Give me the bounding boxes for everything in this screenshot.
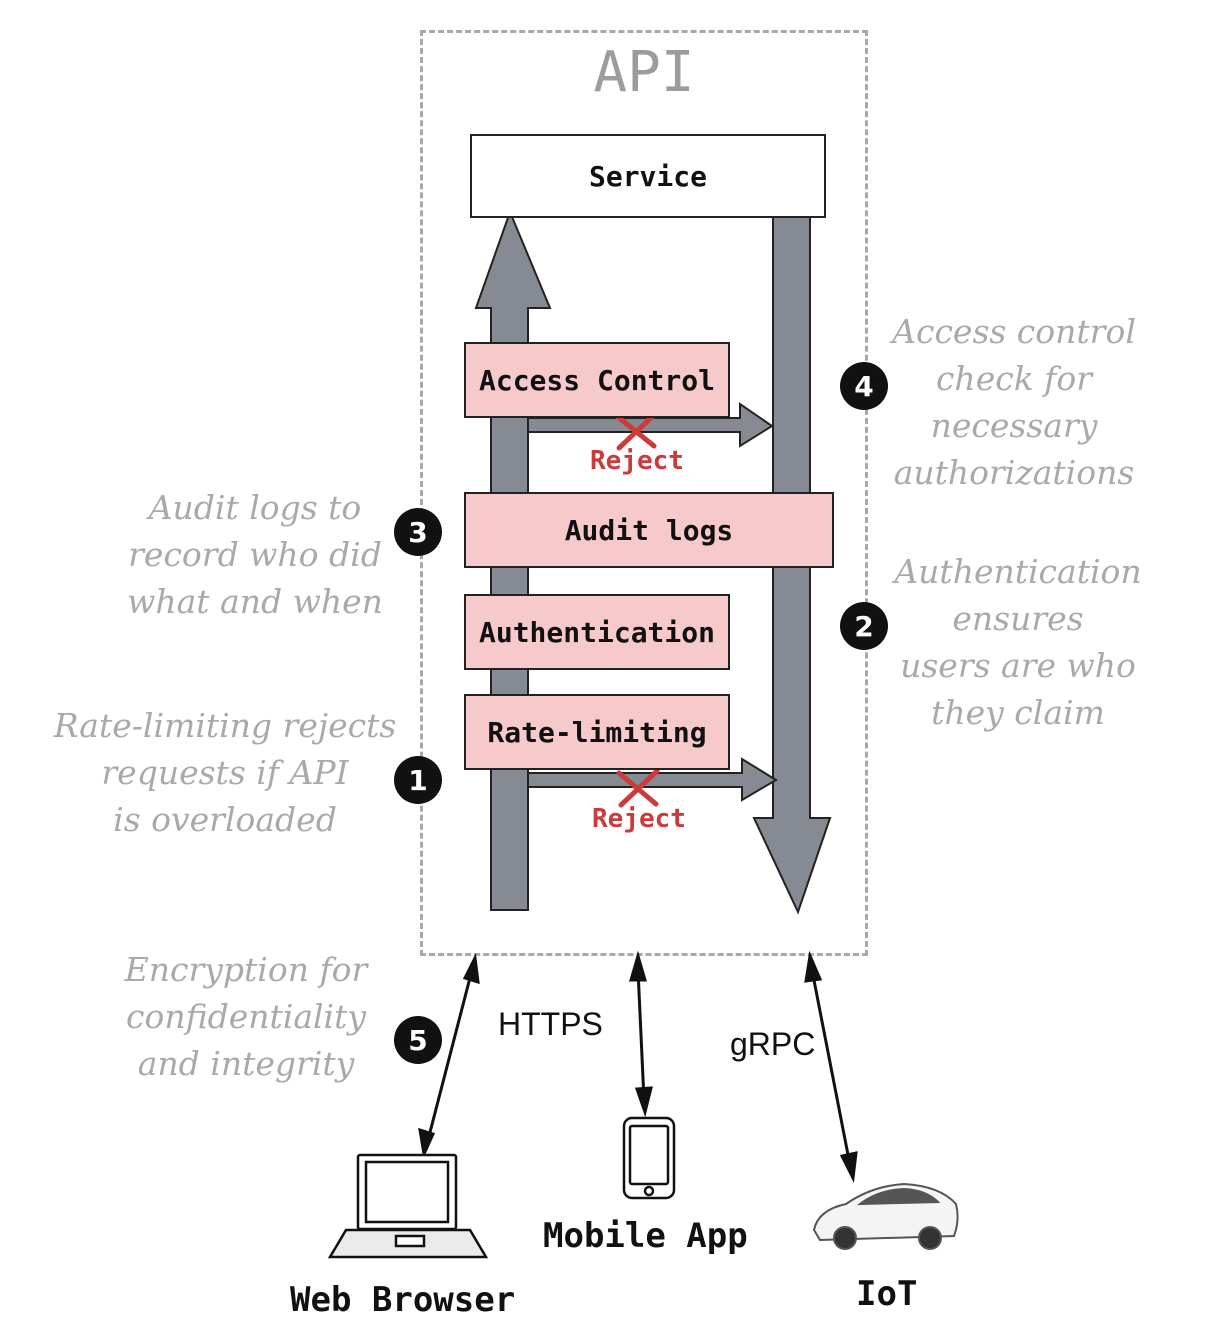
web-browser-label: Web Browser bbox=[290, 1280, 516, 1320]
note-line: Authentication bbox=[894, 552, 1142, 591]
note-line: they claim bbox=[931, 693, 1105, 732]
step-2-note: Authentication ensures users are who the… bbox=[868, 548, 1168, 736]
note-line: necessary bbox=[930, 406, 1098, 445]
note-line: Access control bbox=[892, 312, 1136, 351]
step-3-note: Audit logs to record who did what and wh… bbox=[100, 484, 410, 625]
step-4-badge: 4 bbox=[840, 362, 888, 410]
step-1-note: Rate-limiting rejects requests if API is… bbox=[20, 702, 430, 843]
car-icon bbox=[812, 1182, 959, 1250]
mobile-connection-arrow bbox=[629, 950, 653, 1118]
rate-reject-x-icon bbox=[616, 768, 660, 808]
note-line: record who did bbox=[128, 535, 382, 574]
authentication-layer: Authentication bbox=[464, 594, 730, 670]
step-4-note: Access control check for necessary autho… bbox=[864, 308, 1164, 496]
phone-icon bbox=[622, 1116, 676, 1200]
mobile-app-label: Mobile App bbox=[543, 1216, 748, 1256]
web-connection-arrow bbox=[418, 952, 480, 1160]
rate-reject-label: Reject bbox=[592, 804, 686, 834]
note-line: ensures bbox=[952, 599, 1084, 638]
step-2-badge: 2 bbox=[840, 602, 888, 650]
step-5-badge: 5 bbox=[394, 1016, 442, 1064]
note-line: Rate-limiting rejects bbox=[53, 706, 397, 745]
audit-logs-layer: Audit logs bbox=[464, 492, 834, 568]
note-line: check for bbox=[935, 359, 1093, 398]
note-line: confidentiality bbox=[125, 997, 367, 1036]
access-control-layer: Access Control bbox=[464, 342, 730, 418]
note-line: Encryption for bbox=[124, 950, 368, 989]
rate-reject-arrow bbox=[527, 757, 778, 802]
access-reject-x-icon bbox=[614, 411, 658, 451]
note-line: Audit logs to bbox=[148, 488, 362, 527]
access-reject-label: Reject bbox=[590, 446, 684, 476]
iot-connection-arrow bbox=[804, 950, 858, 1184]
note-line: users are who bbox=[900, 646, 1136, 685]
step-3-badge: 3 bbox=[394, 508, 442, 556]
laptop-icon bbox=[327, 1153, 489, 1259]
grpc-label: gRPC bbox=[730, 1026, 816, 1062]
step-1-badge: 1 bbox=[394, 756, 442, 804]
api-boundary bbox=[420, 30, 868, 956]
rate-limiting-layer: Rate-limiting bbox=[464, 694, 730, 770]
step-5-note: Encryption for confidentiality and integ… bbox=[96, 946, 396, 1087]
note-line: is overloaded bbox=[113, 800, 337, 839]
access-reject-arrow bbox=[527, 402, 774, 448]
note-line: authorizations bbox=[893, 453, 1135, 492]
service-box: Service bbox=[470, 134, 826, 218]
https-label: HTTPS bbox=[498, 1006, 603, 1042]
api-title: API bbox=[593, 40, 695, 105]
note-line: what and when bbox=[127, 582, 383, 621]
iot-label: IoT bbox=[856, 1274, 918, 1314]
note-line: and integrity bbox=[137, 1044, 355, 1083]
note-line: requests if API bbox=[101, 753, 349, 792]
